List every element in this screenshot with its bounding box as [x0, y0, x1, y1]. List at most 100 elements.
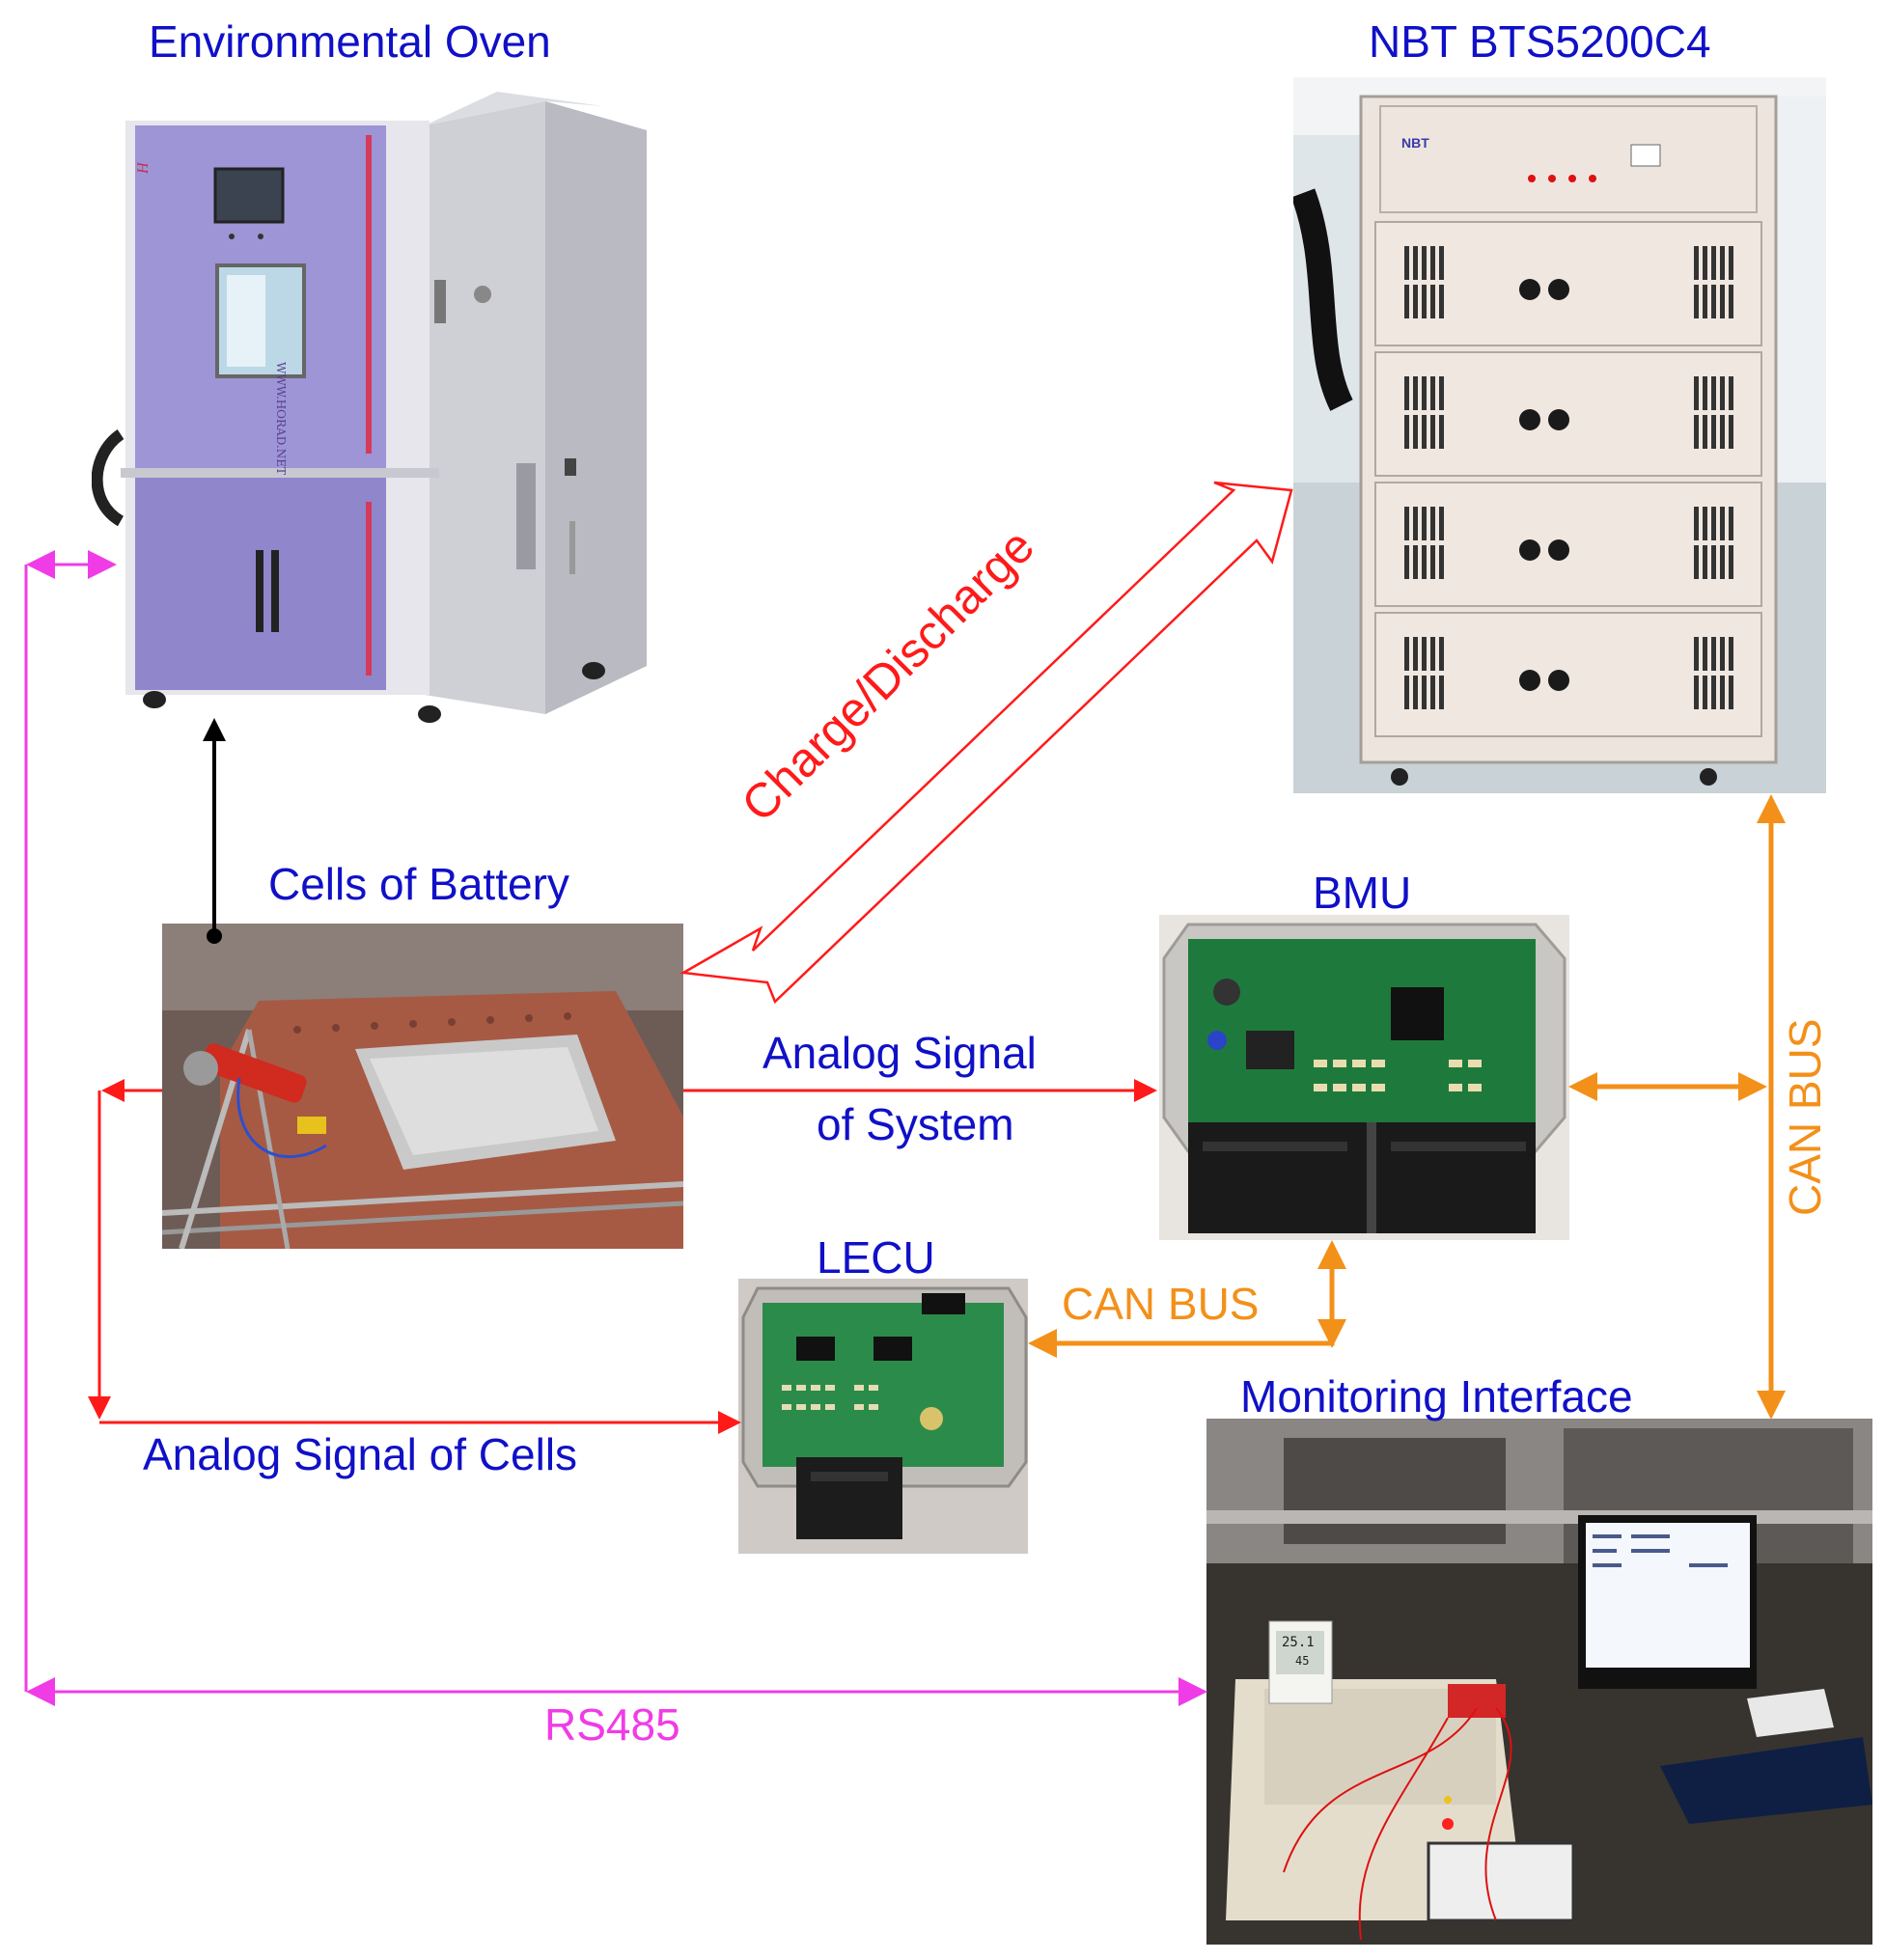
- tester-vent: [1413, 285, 1418, 318]
- tester-vent: [1694, 285, 1699, 318]
- tester-vent: [1694, 676, 1699, 709]
- tester-vent: [1711, 676, 1716, 709]
- tester-vent: [1711, 637, 1716, 671]
- tester-vent: [1439, 545, 1444, 579]
- battery-cells-photo: [162, 924, 683, 1249]
- thermometer-reading-2: 45: [1295, 1654, 1310, 1668]
- tester-brand-text: NBT: [1401, 135, 1429, 151]
- lecu-title: LECU: [817, 1232, 935, 1283]
- nbt-tester-title: NBT BTS5200C4: [1369, 16, 1711, 67]
- tester-drawer: [1374, 221, 1762, 346]
- tester-vent: [1720, 246, 1725, 280]
- monitoring-interface-photo: 25.1 45: [1206, 1419, 1872, 1945]
- tester-vent: [1430, 246, 1435, 280]
- analog-signal-cells-label: Analog Signal of Cells: [143, 1429, 578, 1479]
- tester-vent: [1729, 637, 1733, 671]
- tester-vent: [1430, 507, 1435, 540]
- environmental-oven-title: Environmental Oven: [149, 16, 551, 67]
- tester-vent: [1422, 545, 1427, 579]
- tester-vent: [1404, 637, 1409, 671]
- tester-vent: [1439, 246, 1444, 280]
- tester-vent: [1439, 376, 1444, 410]
- can-bus-vertical-label: CAN BUS: [1780, 1018, 1830, 1216]
- tester-vent: [1703, 376, 1707, 410]
- tester-vent: [1413, 676, 1418, 709]
- tester-vent: [1694, 545, 1699, 579]
- tester-vent: [1729, 507, 1733, 540]
- tester-vent: [1422, 507, 1427, 540]
- tester-vent: [1729, 246, 1733, 280]
- tester-knob: [1519, 279, 1540, 300]
- tester-vent: [1430, 415, 1435, 449]
- tester-knob: [1519, 539, 1540, 561]
- tester-vent: [1720, 676, 1725, 709]
- nbt-tester-photo: NBT: [1293, 77, 1826, 793]
- svg-text:H: H: [135, 161, 152, 175]
- tester-vent: [1729, 545, 1733, 579]
- charge-discharge-arrow: [679, 481, 1293, 1005]
- tester-vent: [1711, 507, 1716, 540]
- tester-vent: [1720, 507, 1725, 540]
- tester-vent: [1703, 507, 1707, 540]
- lecu-board-photo: [738, 1279, 1028, 1554]
- tester-vent: [1729, 676, 1733, 709]
- tester-vent: [1404, 676, 1409, 709]
- tester-vent: [1422, 676, 1427, 709]
- tester-drawer: [1374, 482, 1762, 607]
- tester-vent: [1404, 545, 1409, 579]
- tester-vent: [1439, 676, 1444, 709]
- tester-vent: [1439, 637, 1444, 671]
- bmu-board-photo: [1159, 915, 1569, 1240]
- tester-vent: [1729, 285, 1733, 318]
- tester-vent: [1711, 415, 1716, 449]
- tester-vent: [1439, 507, 1444, 540]
- monitoring-interface-title: Monitoring Interface: [1240, 1371, 1633, 1422]
- tester-vent: [1439, 285, 1444, 318]
- tester-vent: [1694, 376, 1699, 410]
- can-bus-lecu-bmu-label: CAN BUS: [1062, 1279, 1260, 1329]
- tester-vent: [1430, 545, 1435, 579]
- analog-signal-system-label-line2: of System: [817, 1099, 1014, 1149]
- tester-vent: [1413, 415, 1418, 449]
- tester-vent: [1694, 637, 1699, 671]
- tester-vent: [1711, 545, 1716, 579]
- tester-vent: [1711, 246, 1716, 280]
- tester-vent: [1422, 376, 1427, 410]
- tester-vent: [1413, 246, 1418, 280]
- tester-vent: [1430, 376, 1435, 410]
- tester-drawer: [1374, 612, 1762, 737]
- tester-vent: [1694, 415, 1699, 449]
- tester-knob: [1519, 670, 1540, 691]
- tester-vent: [1430, 285, 1435, 318]
- rs485-label: RS485: [544, 1699, 680, 1750]
- tester-vent: [1720, 637, 1725, 671]
- environmental-oven-photo: H WWW.HORAD.NET: [92, 77, 671, 733]
- cells-of-battery-title: Cells of Battery: [268, 859, 569, 909]
- tester-vent: [1711, 285, 1716, 318]
- tester-vent: [1720, 545, 1725, 579]
- tester-vent: [1413, 507, 1418, 540]
- tester-vent: [1404, 285, 1409, 318]
- tester-vent: [1404, 376, 1409, 410]
- tester-drawer: [1374, 351, 1762, 477]
- analog-signal-system-label-line1: Analog Signal: [762, 1028, 1037, 1078]
- tester-vent: [1422, 637, 1427, 671]
- tester-vent: [1413, 376, 1418, 410]
- tester-vent: [1694, 246, 1699, 280]
- tester-vent: [1439, 415, 1444, 449]
- thermometer-reading-1: 25.1: [1282, 1635, 1315, 1650]
- tester-vent: [1404, 415, 1409, 449]
- tester-vent: [1703, 637, 1707, 671]
- tester-vent: [1711, 376, 1716, 410]
- tester-vent: [1422, 415, 1427, 449]
- tester-vent: [1720, 376, 1725, 410]
- tester-vent: [1703, 676, 1707, 709]
- tester-vent: [1703, 545, 1707, 579]
- tester-vent: [1404, 246, 1409, 280]
- tester-vent: [1694, 507, 1699, 540]
- tester-knob: [1548, 409, 1569, 430]
- tester-vent: [1703, 285, 1707, 318]
- tester-vent: [1422, 246, 1427, 280]
